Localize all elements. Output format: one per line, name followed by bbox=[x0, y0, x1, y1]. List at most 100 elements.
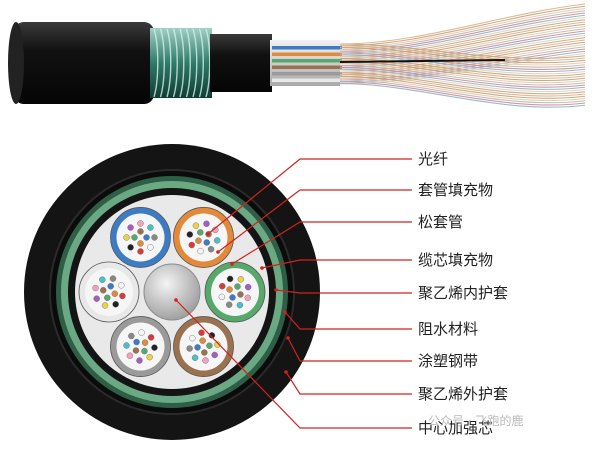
tube-streak bbox=[272, 52, 342, 56]
fiber-strand bbox=[339, 10, 586, 50]
tube-gel bbox=[179, 322, 228, 371]
fiber-dot bbox=[236, 301, 244, 309]
fiber-strand bbox=[339, 79, 586, 104]
fiber-dot bbox=[128, 332, 135, 340]
fiber-dot bbox=[132, 347, 140, 354]
leader-dot bbox=[174, 298, 178, 302]
leader-line bbox=[217, 189, 412, 253]
fiber-strand bbox=[339, 63, 586, 84]
fiber-dot bbox=[186, 345, 193, 352]
leader-dot bbox=[283, 310, 287, 314]
fiber-dot bbox=[147, 244, 154, 251]
leader-dot bbox=[284, 370, 288, 374]
watermark: 公众号 · 飞跑的鹿 bbox=[428, 414, 524, 428]
fiber-dot bbox=[100, 287, 107, 294]
fiber-dot bbox=[136, 357, 143, 364]
leader-line bbox=[231, 221, 412, 265]
fiber-dot bbox=[191, 354, 199, 361]
fiber-dot bbox=[226, 286, 233, 293]
fiber-dot bbox=[211, 351, 218, 359]
tube-streak bbox=[272, 46, 342, 50]
fiber-strand bbox=[339, 83, 586, 108]
fiber-strand bbox=[339, 72, 586, 95]
fiber-dot bbox=[127, 224, 134, 231]
cable-end-cap bbox=[8, 22, 24, 104]
fiber-dot bbox=[244, 283, 252, 291]
fiber-strand bbox=[339, 75, 586, 99]
fiber-dot bbox=[137, 220, 144, 227]
fiber-strand bbox=[339, 68, 586, 90]
armor-ridge bbox=[185, 28, 191, 98]
fiber-strand bbox=[339, 61, 586, 82]
fiber-dot bbox=[137, 228, 144, 235]
armor-ridge bbox=[153, 28, 159, 98]
fiber-dot bbox=[213, 237, 221, 244]
armor-ridge bbox=[198, 28, 204, 98]
fiber-strand bbox=[339, 81, 586, 106]
tube-gel bbox=[211, 268, 259, 316]
fiber-black-strand bbox=[339, 59, 506, 63]
fiber-dot bbox=[133, 338, 140, 346]
fiber-dot bbox=[201, 349, 208, 356]
fiber-strand bbox=[339, 14, 586, 54]
fiber-dot bbox=[237, 291, 244, 298]
fiber-dot bbox=[218, 293, 226, 301]
fiber-dot bbox=[188, 241, 195, 249]
fiber-dot bbox=[104, 294, 111, 301]
fiber-strand bbox=[339, 65, 586, 86]
tube-streak bbox=[272, 65, 342, 69]
fiber-dot bbox=[141, 339, 149, 346]
fiber-dot bbox=[199, 337, 206, 344]
armor-ridge bbox=[172, 28, 178, 98]
cable-side-view bbox=[8, 3, 586, 108]
leader-line bbox=[275, 289, 412, 294]
fiber-dot bbox=[203, 239, 210, 246]
fiber-dot bbox=[195, 237, 202, 244]
fiber-dot bbox=[186, 231, 194, 238]
fiber-dot bbox=[123, 342, 130, 349]
fiber-dot bbox=[189, 334, 196, 342]
fiber-dot bbox=[137, 240, 144, 247]
outer-jacket-side bbox=[14, 22, 154, 104]
fiber-dot bbox=[197, 247, 204, 255]
fiber-dot bbox=[123, 234, 130, 241]
label-loose-tube: 松套管 bbox=[418, 213, 464, 231]
fiber-dot bbox=[111, 290, 118, 297]
fiber-dot bbox=[119, 292, 126, 300]
fiber-dot bbox=[198, 329, 205, 336]
fiber-strand bbox=[339, 45, 586, 62]
fiber-dot bbox=[203, 220, 210, 227]
label-outer-sheath: 聚乙烯外护套 bbox=[418, 385, 509, 403]
fiber-strand bbox=[339, 54, 586, 73]
label-strength-member: 中心加强芯 bbox=[418, 419, 494, 437]
label-steel-tape: 涂塑钢带 bbox=[418, 352, 479, 370]
fiber-strand bbox=[339, 43, 586, 59]
fiber-dot bbox=[194, 344, 201, 351]
armor-ridge bbox=[159, 28, 165, 98]
fiber-strand bbox=[339, 74, 586, 97]
fiber-dot bbox=[229, 294, 236, 301]
fiber-strand bbox=[339, 66, 586, 88]
fiber-dot bbox=[101, 302, 109, 309]
loose-tube-streaks bbox=[272, 46, 342, 82]
inner-sheath-side bbox=[210, 34, 272, 92]
fiber-strand bbox=[339, 12, 586, 52]
leader-line bbox=[261, 259, 412, 269]
fiber-dot bbox=[219, 282, 226, 290]
tube-streak bbox=[272, 78, 342, 82]
fiber-dot bbox=[197, 229, 204, 236]
fiber-dot bbox=[137, 248, 144, 255]
fiber-dot bbox=[126, 352, 134, 359]
fiber-dot bbox=[138, 329, 145, 336]
loose-tubes bbox=[78, 207, 266, 377]
fiber-strand bbox=[339, 50, 586, 68]
fiber-dot bbox=[214, 341, 221, 348]
leader-dot bbox=[216, 250, 220, 254]
fiber-dot bbox=[234, 283, 241, 290]
fiber-strand bbox=[339, 77, 586, 102]
tube-gel bbox=[85, 268, 133, 316]
fiber-strand bbox=[339, 5, 586, 47]
fiber-dot bbox=[207, 246, 215, 253]
